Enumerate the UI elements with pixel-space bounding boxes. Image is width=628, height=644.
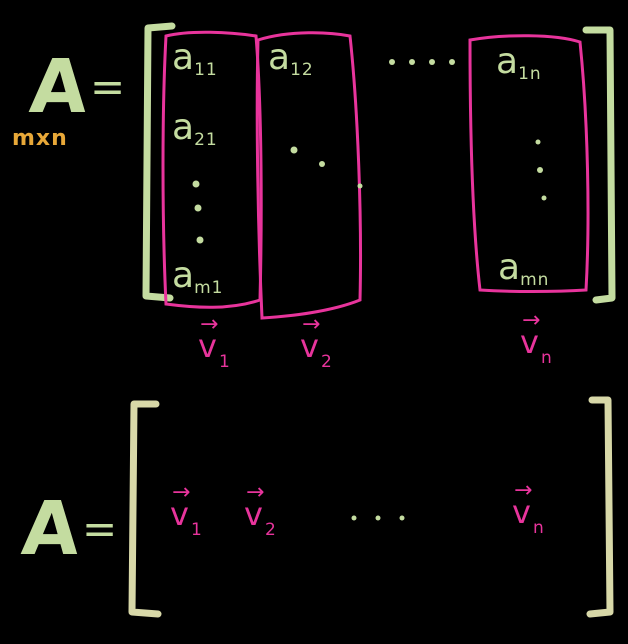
entry-a1n: a1n xyxy=(496,41,542,84)
bottom-right-bracket xyxy=(586,396,614,618)
top-right-bracket xyxy=(582,26,616,304)
bottom-left-bracket xyxy=(128,400,162,618)
column-outline-n xyxy=(468,34,590,293)
entry-a21: a21 xyxy=(172,107,218,150)
row-ellipsis-dots xyxy=(389,59,455,65)
column-outline-2 xyxy=(255,31,363,320)
bottom-matrix-symbol: A xyxy=(18,486,83,572)
entry-amn: amn xyxy=(498,247,550,290)
entry-a12: a12 xyxy=(268,37,314,80)
bottom-ellipsis-dots xyxy=(351,515,405,521)
bottom-equals-sign: = xyxy=(82,504,118,553)
diagonal-ellipsis-dots xyxy=(290,146,363,189)
top-equals-sign: = xyxy=(90,62,126,111)
coln-ellipsis-dots xyxy=(535,139,547,201)
top-matrix-symbol: A xyxy=(26,44,91,130)
entry-a11: a11 xyxy=(172,37,218,80)
entry-am1: am1 xyxy=(172,255,224,298)
col1-ellipsis-dots xyxy=(192,180,204,244)
top-left-bracket xyxy=(142,22,176,302)
dimension-label: mxn xyxy=(12,126,68,151)
